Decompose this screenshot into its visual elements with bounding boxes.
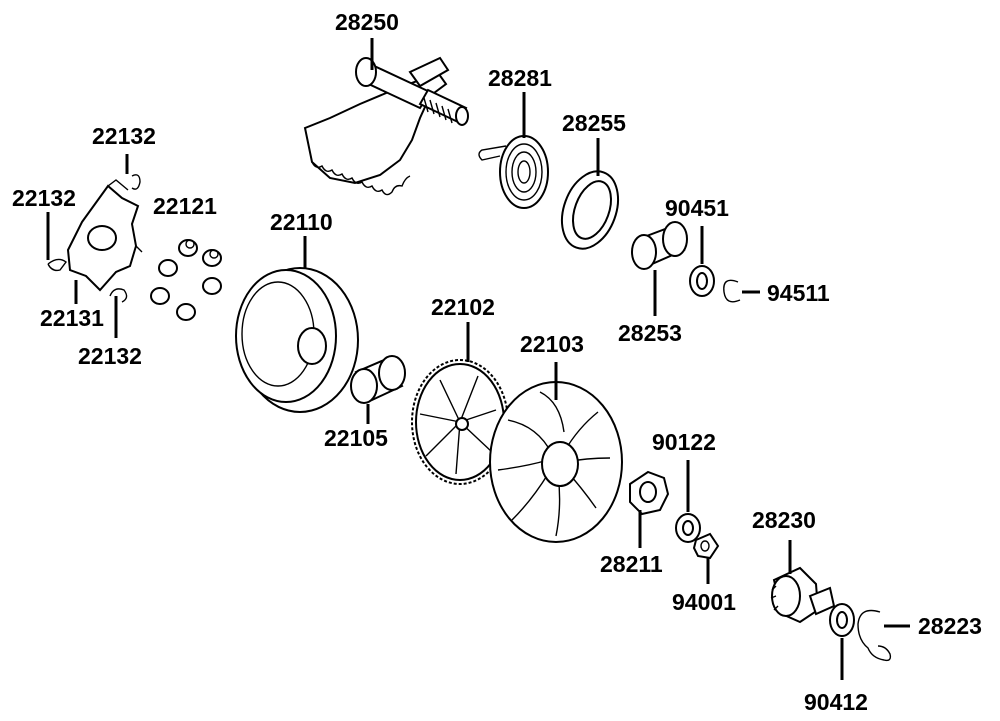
part-90451-washer: [689, 265, 715, 297]
part-90412-washer: [829, 603, 855, 637]
part-94001-nut: [692, 532, 720, 560]
part-28211-ratchet: [629, 470, 670, 516]
part-90122-washer: [675, 513, 701, 543]
part-22132-clip-left: [47, 258, 67, 272]
label-22110: 22110: [270, 209, 333, 235]
part-28250-kick-shaft: [303, 56, 469, 196]
part-94511-circlip: [723, 279, 741, 303]
label-28223: 28223: [918, 613, 982, 639]
label-22132-bottom: 22132: [78, 343, 142, 369]
label-94511: 94511: [767, 280, 830, 306]
label-28281: 28281: [488, 65, 552, 91]
label-22103: 22103: [520, 331, 584, 357]
part-labels: 28250 28281 28255 22132 22132 22121 2211…: [12, 9, 982, 715]
part-22132-clip-bottom: [109, 288, 128, 303]
part-28253-bushing: [631, 221, 688, 270]
part-22131-ramp-plate: [66, 179, 143, 292]
label-22105: 22105: [324, 425, 388, 451]
label-22132-top: 22132: [92, 123, 156, 149]
label-90122: 90122: [652, 429, 716, 455]
label-22132-left: 22132: [12, 185, 76, 211]
part-22132-clip-top: [131, 174, 141, 190]
label-28211: 28211: [600, 551, 663, 577]
part-22103-fan: [489, 381, 623, 543]
label-90412: 90412: [804, 689, 868, 715]
part-22102-toothed-plate: [411, 359, 509, 485]
label-28255: 28255: [562, 110, 626, 136]
part-28255-ring: [560, 170, 620, 250]
label-94001: 94001: [672, 589, 736, 615]
part-22110-pulley: [235, 267, 359, 413]
label-22102: 22102: [431, 294, 495, 320]
label-90451: 90451: [665, 195, 729, 221]
leader-lines: [46, 38, 910, 680]
label-22121: 22121: [153, 193, 217, 219]
label-28230: 28230: [752, 507, 816, 533]
part-28230-starter-gear: [770, 566, 836, 624]
label-28250: 28250: [335, 9, 399, 35]
part-22121-roller-weights: [150, 239, 222, 321]
label-22131: 22131: [40, 305, 104, 331]
label-28253: 28253: [618, 320, 682, 346]
part-22105-collar: [350, 355, 406, 404]
part-28281-kick-spring: [478, 135, 549, 209]
part-28223-spring-clip: [857, 609, 892, 662]
